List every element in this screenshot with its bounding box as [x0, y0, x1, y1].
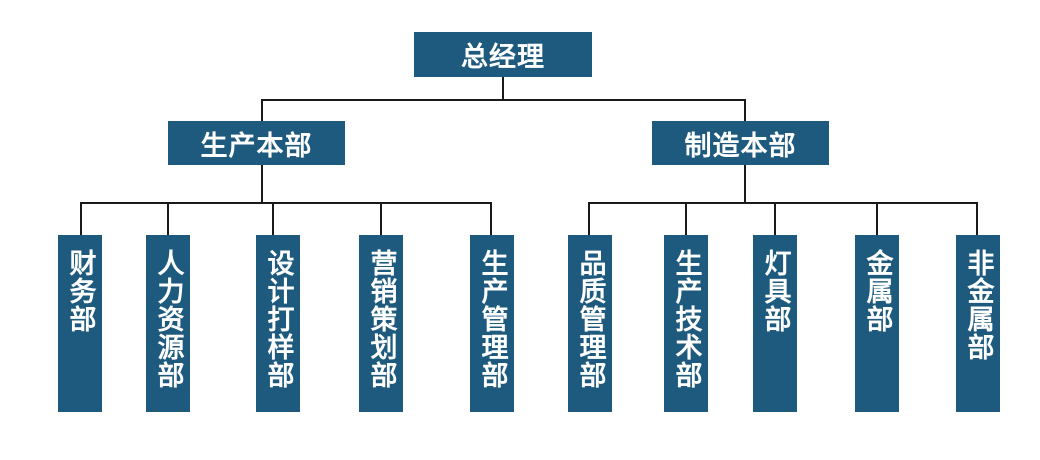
connector-line — [685, 202, 687, 236]
connector-line — [167, 202, 169, 236]
node-metal-dept: 金属部 — [855, 235, 899, 412]
node-label: 生产技术部 — [670, 249, 702, 389]
connector-line — [744, 164, 746, 203]
node-label: 营销策划部 — [365, 249, 397, 389]
connector-line — [80, 202, 492, 204]
node-general-manager: 总经理 — [414, 32, 592, 77]
node-label: 财务部 — [64, 249, 96, 333]
node-manufacturing-division: 制造本部 — [652, 121, 829, 165]
node-finance-dept: 财务部 — [58, 235, 102, 412]
connector-line — [976, 202, 978, 236]
node-design-sample-dept: 设计打样部 — [256, 235, 300, 412]
node-production-tech-dept: 生产技术部 — [664, 235, 708, 412]
node-label: 非金属部 — [962, 249, 994, 361]
connector-line — [502, 76, 504, 100]
node-marketing-dept: 营销策划部 — [359, 235, 403, 412]
node-lighting-dept: 灯具部 — [753, 235, 797, 412]
node-label: 总经理 — [461, 42, 545, 73]
node-nonmetal-dept: 非金属部 — [956, 235, 1000, 412]
node-production-mgmt-dept: 生产管理部 — [470, 235, 514, 412]
connector-line — [80, 202, 82, 236]
connector-line — [588, 202, 590, 236]
node-label: 制造本部 — [684, 130, 797, 162]
node-quality-mgmt-dept: 品质管理部 — [568, 235, 612, 412]
node-label: 品质管理部 — [574, 249, 606, 389]
node-label: 金属部 — [861, 249, 893, 333]
node-label: 生产管理部 — [476, 249, 508, 389]
connector-line — [380, 202, 382, 236]
connector-line — [261, 99, 263, 122]
connector-line — [588, 202, 978, 204]
connector-line — [261, 99, 746, 101]
node-label: 灯具部 — [759, 249, 791, 333]
connector-line — [261, 164, 263, 203]
node-label: 人力资源部 — [152, 249, 184, 389]
connector-line — [272, 202, 274, 236]
connector-line — [876, 202, 878, 236]
connector-line — [744, 99, 746, 122]
node-production-division: 生产本部 — [168, 121, 345, 165]
connector-line — [490, 202, 492, 236]
node-label: 设计打样部 — [262, 249, 294, 389]
connector-line — [774, 202, 776, 236]
node-label: 生产本部 — [200, 130, 313, 162]
node-hr-dept: 人力资源部 — [146, 235, 190, 412]
